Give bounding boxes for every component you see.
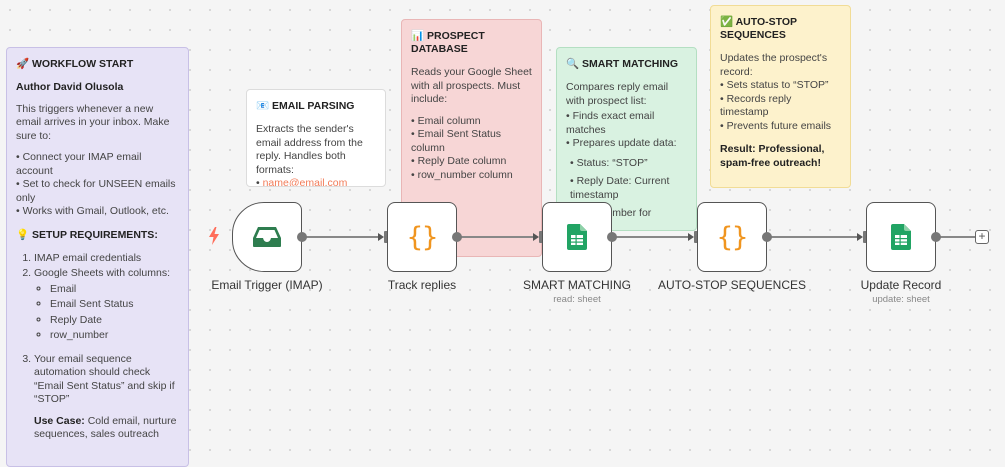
- auto-stop-note[interactable]: ✅ AUTO-STOP SEQUENCES Updates the prospe…: [710, 5, 851, 188]
- email-format-example: • name@email.com: [256, 177, 348, 187]
- list-item: Records reply timestamp: [720, 93, 841, 120]
- list-item: Set to check for UNSEEN emails only: [16, 178, 179, 205]
- note-text: Reads your Google Sheet with all prospec…: [411, 66, 532, 105]
- list-item: Reply Date: Current timestamp: [570, 175, 687, 202]
- list-item: Prevents future emails: [720, 120, 841, 134]
- node-subtitle: update: sheet: [872, 294, 930, 305]
- arrow-icon: [688, 233, 694, 241]
- node-label: Email Trigger (IMAP): [211, 278, 323, 292]
- result-text: Result: Professional, spam-free outreach…: [720, 143, 825, 169]
- list-item: Google Sheets with columns: Email Email …: [34, 267, 179, 343]
- code-braces-icon: {}: [716, 221, 749, 253]
- note-title: 🚀 WORKFLOW START: [16, 58, 134, 70]
- note-title: 🔍 SMART MATCHING: [566, 58, 679, 70]
- list-item: Email Sent Status: [50, 298, 179, 312]
- input-handle[interactable]: [539, 231, 544, 243]
- arrow-icon: [857, 233, 863, 241]
- list-item: Email Sent Status column: [411, 128, 532, 155]
- connection-line[interactable]: [302, 236, 382, 238]
- smart-matching-note[interactable]: 🔍 SMART MATCHING Compares reply email wi…: [556, 47, 697, 231]
- note-text: Updates the prospect's record:: [720, 52, 828, 78]
- list-item: Your email sequence automation should ch…: [34, 353, 179, 407]
- note-author: Author David Olusola: [16, 81, 124, 93]
- add-node-button[interactable]: +: [975, 230, 989, 244]
- connection-line[interactable]: [936, 236, 976, 238]
- note-bullets: Connect your IMAP email account Set to c…: [16, 151, 179, 219]
- node-subtitle: read: sheet: [553, 294, 601, 305]
- output-handle[interactable]: [607, 232, 617, 242]
- list-item: Email: [50, 283, 179, 297]
- list-item: Works with Gmail, Outlook, etc.: [16, 205, 179, 219]
- note-bullets: Email column Email Sent Status column Re…: [411, 115, 532, 183]
- note-title: 📊 PROSPECT DATABASE: [411, 30, 485, 55]
- lightning-icon: [209, 227, 219, 245]
- node-label: SMART MATCHING: [522, 278, 631, 292]
- smart-matching-node[interactable]: [542, 202, 612, 272]
- google-sheets-icon: [891, 224, 911, 250]
- input-handle[interactable]: [694, 231, 699, 243]
- note-title: ✅ AUTO-STOP SEQUENCES: [720, 16, 797, 41]
- auto-stop-sequences-node[interactable]: {}: [697, 202, 767, 272]
- inbox-icon: [253, 227, 281, 247]
- output-handle[interactable]: [452, 232, 462, 242]
- connection-line[interactable]: [767, 236, 861, 238]
- email-trigger-node[interactable]: [232, 202, 302, 272]
- list-item: Connect your IMAP email account: [16, 151, 179, 178]
- node-label: AUTO-STOP SEQUENCES: [657, 278, 807, 292]
- input-handle[interactable]: [863, 231, 868, 243]
- output-handle[interactable]: [297, 232, 307, 242]
- list-item: Prepares update data:: [566, 137, 687, 151]
- list-item: row_number: [50, 329, 179, 343]
- workflow-start-note[interactable]: 🚀 WORKFLOW START Author David Olusola Th…: [6, 47, 189, 467]
- plus-icon: +: [978, 229, 986, 243]
- list-item: IMAP email credentials: [34, 252, 179, 266]
- note-text: Extracts the sender's email address from…: [256, 123, 363, 176]
- list-item: Finds exact email matches: [566, 110, 687, 137]
- list-item: Status: “STOP”: [570, 157, 687, 171]
- note-title: 📧 EMAIL PARSING: [256, 100, 355, 112]
- list-item: Reply Date: [50, 314, 179, 328]
- note-bullets: Sets status to “STOP” Records reply time…: [720, 79, 841, 133]
- requirements-list: IMAP email credentials Google Sheets wit…: [16, 252, 179, 407]
- note-text: This triggers whenever a new email arriv…: [16, 102, 170, 142]
- update-record-node[interactable]: [866, 202, 936, 272]
- use-case-text: Use Case: Cold email, nurture sequences,…: [34, 414, 177, 441]
- input-handle[interactable]: [384, 231, 389, 243]
- connection-line[interactable]: [612, 236, 692, 238]
- connection-line[interactable]: [457, 236, 537, 238]
- node-label: Track replies: [387, 278, 457, 292]
- note-bullets: Finds exact email matches Prepares updat…: [566, 110, 687, 151]
- output-handle[interactable]: [762, 232, 772, 242]
- arrow-icon: [533, 233, 539, 241]
- track-replies-node[interactable]: {}: [387, 202, 457, 272]
- code-braces-icon: {}: [406, 221, 439, 253]
- note-text: Compares reply email with prospect list:: [566, 81, 669, 107]
- columns-list: Email Email Sent Status Reply Date row_n…: [34, 283, 179, 343]
- setup-requirements-heading: 💡 SETUP REQUIREMENTS:: [16, 228, 158, 241]
- node-label: Update Record: [860, 278, 942, 292]
- list-item: Sets status to “STOP”: [720, 79, 841, 93]
- arrow-icon: [378, 233, 384, 241]
- list-item: Email column: [411, 115, 532, 129]
- google-sheets-icon: [567, 224, 587, 250]
- output-handle[interactable]: [931, 232, 941, 242]
- email-parsing-note[interactable]: 📧 EMAIL PARSING Extracts the sender's em…: [246, 89, 386, 187]
- list-item: Reply Date column: [411, 155, 532, 169]
- list-item: row_number column: [411, 169, 532, 183]
